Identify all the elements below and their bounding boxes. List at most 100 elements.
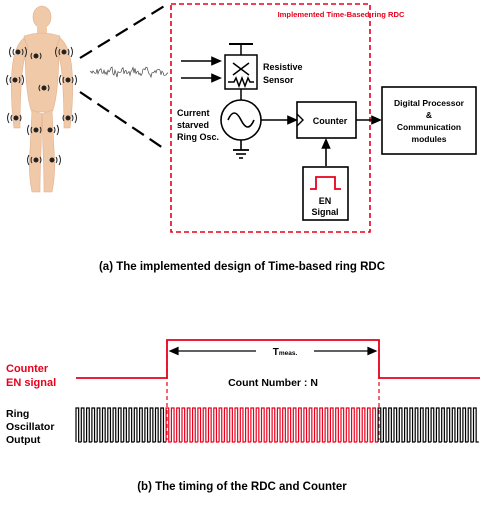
digital-processor-line2: & xyxy=(426,110,432,120)
ring-output-label-line1: Ring xyxy=(6,408,29,420)
ring-wave-cycle xyxy=(144,407,151,443)
ring-wave-cycle xyxy=(404,407,410,443)
ring-osc-label-line3: Ring Osc. xyxy=(177,132,219,142)
ring-wave-cycle xyxy=(133,407,140,443)
ring-wave-cycle xyxy=(250,407,257,443)
ring-wave-cycle xyxy=(96,407,103,443)
rdc-label: Implemented Time-Based ring RDC xyxy=(278,10,405,19)
caption-b: (b) The timing of the RDC and Counter xyxy=(137,481,347,493)
ring-wave-cycle xyxy=(446,407,453,443)
ring-wave-cycle xyxy=(457,407,463,443)
ring-wave-cycle xyxy=(260,407,267,443)
ring-wave-cycle xyxy=(186,407,193,443)
ring-wave-cycle xyxy=(91,407,98,443)
ring-wave-cycle xyxy=(393,407,400,443)
ring-wave-cycle xyxy=(414,407,421,443)
count-number-label: Count Number : N xyxy=(228,377,318,389)
ring-wave-cycle xyxy=(218,407,225,443)
ring-wave-cycle xyxy=(329,407,336,443)
ring-wave-cycle xyxy=(271,407,278,443)
ring-oscillator-symbol xyxy=(220,99,262,159)
ring-wave-cycle xyxy=(181,407,188,443)
resistive-sensor-label-line2: Sensor xyxy=(263,75,294,85)
ring-wave-cycle xyxy=(276,407,283,443)
en-signal-label-line1: EN xyxy=(319,196,332,206)
ring-wave-cycle xyxy=(472,407,479,443)
human-body-figure xyxy=(11,5,73,193)
ring-wave-cycle xyxy=(160,407,167,443)
ring-wave-cycle xyxy=(245,407,251,443)
ring-wave-cycle xyxy=(425,407,432,443)
ring-wave-cycle xyxy=(430,407,437,443)
osc-to-counter-arrow xyxy=(261,115,298,125)
ring-wave-cycle xyxy=(298,407,304,443)
input-arrows xyxy=(181,56,222,83)
ring-wave-cycle xyxy=(85,407,92,443)
ring-wave-cycle xyxy=(351,407,357,443)
ring-wave-cycle xyxy=(282,407,288,443)
ring-wave-cycle xyxy=(165,407,172,443)
ring-wave-cycle xyxy=(361,407,368,443)
en-signal-box xyxy=(302,166,349,221)
en-signal-waveform xyxy=(76,339,480,379)
ring-wave-cycle xyxy=(419,407,426,443)
ring-wave-cycle xyxy=(441,407,447,443)
ring-wave-cycle xyxy=(213,407,220,443)
ring-wave-cycle xyxy=(382,407,389,443)
counter-label: Counter xyxy=(313,116,348,126)
ring-osc-label-line1: Current xyxy=(177,108,210,118)
tmeas-arrow xyxy=(168,346,378,356)
ring-wave-cycle xyxy=(319,407,326,443)
ring-wave-cycle xyxy=(101,407,108,443)
zoom-line-bottom xyxy=(79,91,167,151)
resistive-sensor-symbol xyxy=(224,43,258,100)
caption-a: (a) The implemented design of Time-based… xyxy=(99,261,385,273)
ring-wave-cycle xyxy=(170,407,177,443)
ring-wave-cycle xyxy=(80,407,87,443)
ring-output-label-line3: Output xyxy=(6,434,41,446)
ring-wave-cycle xyxy=(266,407,273,443)
ring-wave-cycle xyxy=(377,407,384,443)
counter-box xyxy=(296,101,357,139)
ring-wave-cycle xyxy=(223,407,230,443)
ring-wave-cycle xyxy=(366,407,373,443)
ring-wave-cycle xyxy=(340,407,347,443)
en-signal-label-line2: Signal xyxy=(311,207,338,217)
ring-wave-cycle xyxy=(234,407,241,443)
ring-wave-cycle xyxy=(462,407,469,443)
digital-processor-line1: Digital Processor xyxy=(394,98,465,108)
ring-wave-cycle xyxy=(197,407,204,443)
resistive-sensor-label-line1: Resistive xyxy=(263,62,303,72)
ring-osc-label-line2: starved xyxy=(177,120,209,130)
digital-processor-line3: Communication xyxy=(397,122,461,132)
ring-wave-cycle xyxy=(255,407,262,443)
rdc-dashed-box xyxy=(170,3,371,233)
ring-wave-cycle xyxy=(112,407,119,443)
digital-processor-line4: modules xyxy=(412,134,447,144)
ring-wave-cycle xyxy=(207,407,214,443)
ring-wave-cycle xyxy=(409,407,416,443)
ring-wave-cycle xyxy=(398,407,405,443)
ring-wave-cycle xyxy=(239,407,246,443)
ring-wave-cycle xyxy=(229,407,235,443)
noisy-signal-waveform xyxy=(89,66,169,79)
ring-wave-cycle xyxy=(356,407,363,443)
ring-wave-cycle xyxy=(128,407,135,443)
ring-wave-cycle xyxy=(313,407,320,443)
ring-wave-cycle xyxy=(372,407,379,443)
ring-wave-cycle xyxy=(107,407,114,443)
en-to-counter-arrow xyxy=(321,138,331,166)
en-pulse-icon xyxy=(310,176,341,190)
counter-en-label-line1: Counter xyxy=(6,363,49,375)
ring-wave-cycle xyxy=(139,407,145,443)
ring-wave-cycle xyxy=(292,407,299,443)
digital-processor-box xyxy=(381,86,477,155)
ring-wave-cycle xyxy=(176,407,182,443)
counter-en-label-line2: EN signal xyxy=(6,377,56,389)
ring-wave-cycle xyxy=(345,407,352,443)
zoom-line-top xyxy=(79,4,167,59)
ring-output-label-line2: Oscillator xyxy=(6,421,54,433)
ring-wave-cycle xyxy=(149,407,156,443)
counter-clock-marker xyxy=(296,113,304,127)
